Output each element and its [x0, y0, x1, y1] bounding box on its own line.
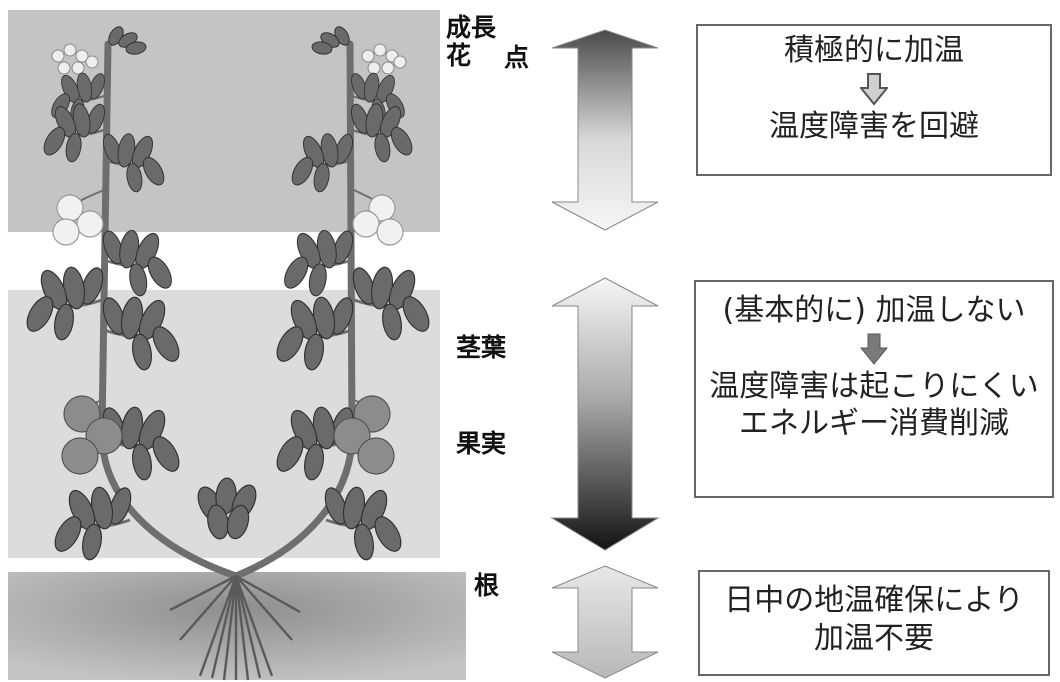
- flower-bud-cluster-left: [51, 43, 99, 75]
- box-middle-line3: エネルギー消費削減: [739, 406, 1009, 441]
- flower-bud-cluster-right: [361, 43, 407, 75]
- arrow-stem-leaf: [550, 277, 660, 551]
- left-growing-tip: [108, 26, 147, 55]
- label-seichoten-b: 花: [446, 41, 472, 70]
- label-ne: 根: [474, 571, 500, 600]
- box-bottom-line2: 加温不要: [814, 620, 934, 656]
- label-kajitsu: 果実: [456, 429, 507, 458]
- flowers-right: [352, 189, 404, 246]
- down-arrow-icon: [860, 72, 888, 106]
- box-middle-line2: 温度障害は起こりにくい: [709, 368, 1039, 404]
- fruits-right: [333, 395, 395, 475]
- box-growing-point: 積極的に加温 温度障害を回避: [696, 24, 1052, 176]
- label-seichoten-a: 成長: [446, 13, 497, 42]
- box-root: 日中の地温確保により 加温不要: [698, 570, 1050, 676]
- roots: [169, 574, 301, 681]
- arrow-root: [551, 565, 659, 679]
- fruits-left: [61, 395, 123, 475]
- right-growing-tip: [311, 26, 350, 55]
- box-middle-line1: (基本的に) 加温しない: [722, 293, 1026, 328]
- box-top-line2: 温度障害を回避: [769, 108, 979, 144]
- box-top-line1: 積極的に加温: [784, 33, 964, 68]
- down-arrow-icon: [860, 333, 888, 365]
- center-leaf-cluster: [197, 477, 257, 540]
- arrow-growing-point: [551, 29, 659, 231]
- label-seichoten-c: 点: [504, 43, 530, 72]
- flowers-left: [52, 189, 105, 246]
- label-kyoyo: 茎葉: [456, 333, 507, 362]
- box-stem-leaf: (基本的に) 加温しない 温度障害は起こりにくい エネルギー消費削減: [694, 280, 1054, 498]
- box-bottom-line1: 日中の地温確保により: [724, 583, 1024, 618]
